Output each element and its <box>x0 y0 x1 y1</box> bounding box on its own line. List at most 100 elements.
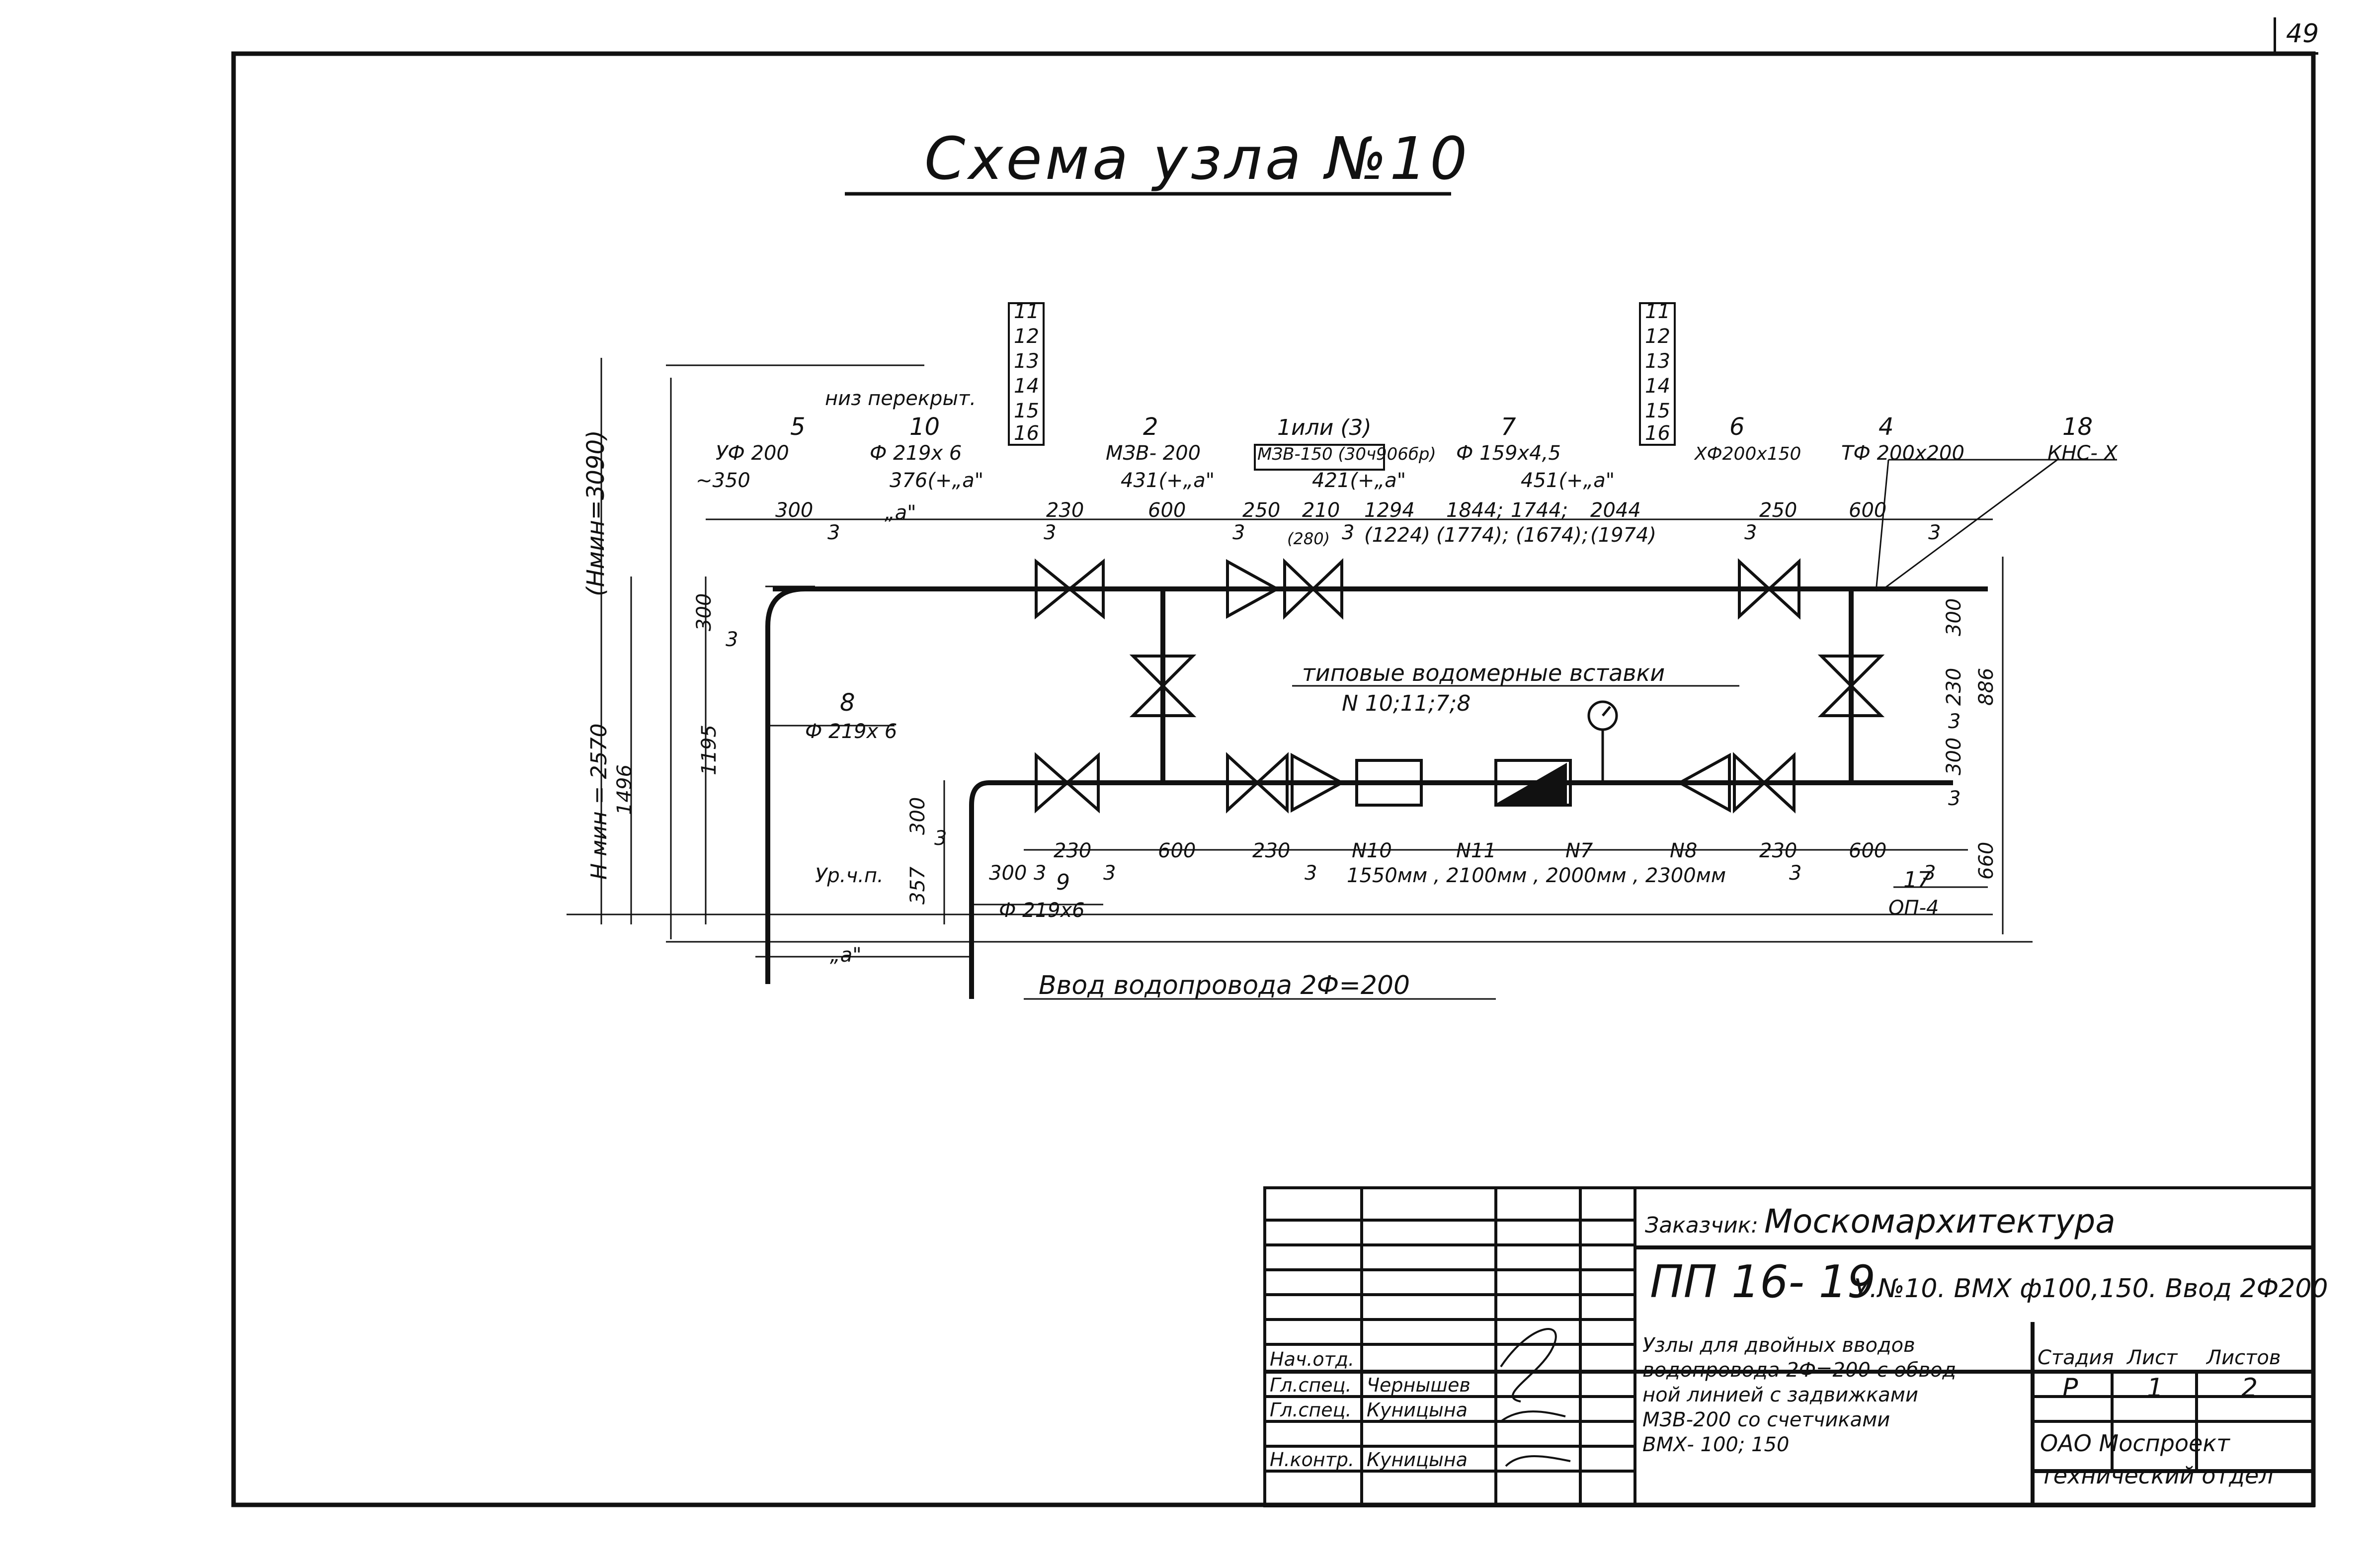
desc-2: ной линией с задвижками <box>1642 1384 1918 1406</box>
node-2-len: 431(+„а" <box>1121 469 1215 492</box>
top-dim-16: 2044 <box>1590 499 1641 522</box>
node-18-num: 18 <box>2062 413 2093 441</box>
drawing-title: Схема узла №10 <box>924 124 1470 193</box>
page-number: 49 <box>2286 19 2319 49</box>
valves-vertical <box>1129 655 1885 717</box>
stack-left-3: 14 <box>1014 375 1039 398</box>
top-dim-20: 600 <box>1849 499 1886 522</box>
node-7-len: 451(+„а" <box>1521 469 1615 492</box>
role-1: Гл.спец. <box>1270 1374 1352 1396</box>
stack-right-2: 13 <box>1645 350 1670 373</box>
top-dim-5: 250 <box>1242 499 1280 522</box>
bottom-dim-11: 230 <box>1759 839 1797 862</box>
niz-perekryt-label: низ перекрыт. <box>825 387 976 410</box>
role-0: Нач.отд. <box>1270 1348 1354 1370</box>
sheet-value: 1 <box>2147 1373 2163 1403</box>
stack-left-0: 11 <box>1014 300 1039 323</box>
top-dim-0: 300 <box>775 499 813 522</box>
stack-left-5: 16 <box>1014 422 1039 445</box>
node-7-spec: Ф 159х4,5 <box>1456 442 1561 465</box>
dim-3: 3 <box>726 628 738 651</box>
top-dim-18: 250 <box>1759 499 1797 522</box>
node-2-spec: МЗВ- 200 <box>1106 442 1201 465</box>
top-dim-6: 3 <box>1232 521 1245 544</box>
title-block <box>1263 1186 2315 1507</box>
node-10-spec: Ф 219х 6 <box>870 442 962 465</box>
gauge-icon <box>1587 700 1618 783</box>
dim-1496: 1496 <box>613 764 636 815</box>
node-8-num: 8 <box>840 689 855 717</box>
dimension-lines <box>567 358 2117 1000</box>
right-dim-6: 660 <box>1975 842 1998 880</box>
node-9-spec: Ф 219х6 <box>999 899 1085 922</box>
role-2: Гл.спец. <box>1270 1399 1352 1421</box>
bottom-lengths: 1550мм , 2100мм , 2000мм , 2300мм <box>1347 864 1726 887</box>
bottom-dim-14: 3 <box>1923 862 1936 885</box>
top-dim-1: 3 <box>827 521 840 544</box>
top-dim-13: (1774); <box>1436 524 1509 547</box>
top-dim-3: 3 <box>1044 521 1056 544</box>
bottom-dim-7: N10 <box>1352 839 1392 862</box>
right-dim-5: 3 <box>1948 787 1961 810</box>
top-dim-14: 1744; <box>1511 499 1568 522</box>
hmin-3090: (Hмин=3090) <box>582 430 610 596</box>
signatures <box>1500 1328 1571 1467</box>
hmin-2570: Н мин = 2570 <box>586 724 612 880</box>
top-dim-10: 1294 <box>1364 499 1415 522</box>
stack-left-2: 13 <box>1014 350 1039 373</box>
stage-value: Р <box>2062 1373 2078 1403</box>
ur-chp-label: Ур.ч.п. <box>815 864 884 887</box>
bottom-dim-13: 600 <box>1849 839 1886 862</box>
sheets-value: 2 <box>2241 1373 2258 1403</box>
node-9-num: 9 <box>1056 870 1070 895</box>
node-1-spec: МЗВ-150 (30ч906бр) <box>1257 444 1436 464</box>
bottom-dim-0: 300 <box>989 862 1027 885</box>
node-10-num: 10 <box>909 413 940 441</box>
bottom-dim-9: N7 <box>1565 839 1593 862</box>
bottom-dim-8: N11 <box>1456 839 1496 862</box>
top-dim-7: 210 <box>1302 499 1340 522</box>
stage-label: Стадия <box>2038 1346 2114 1369</box>
node-5-spec: УФ 200 <box>716 442 789 465</box>
stack-left-1: 12 <box>1014 325 1039 348</box>
role-3: Н.контр. <box>1270 1449 1354 1471</box>
role-2-name: Куницына <box>1367 1399 1468 1421</box>
node-18-spec: КНС- X <box>2047 442 2119 465</box>
node-6-num: 6 <box>1729 413 1745 441</box>
meter-label: типовые водомерные вставки <box>1302 660 1665 686</box>
top-dim-9: (280) <box>1287 529 1330 548</box>
node-17-num: 17 <box>1903 867 1931 893</box>
node-10-len: 376(+„а" <box>890 469 983 492</box>
customer-name: Москомархитектура <box>1764 1202 2116 1240</box>
top-dim-19: 3 <box>1744 521 1757 544</box>
bottom-dim-5: 230 <box>1252 839 1290 862</box>
sheets-label: Листов <box>2206 1346 2281 1369</box>
customer-label: Заказчик: <box>1645 1213 1758 1238</box>
node-4-num: 4 <box>1879 413 1894 441</box>
a-quote-top: „а" <box>885 501 916 524</box>
bottom-dim-12: 3 <box>1789 862 1801 885</box>
right-dim-4: 886 <box>1975 668 1998 706</box>
stack-right-4: 15 <box>1645 400 1670 422</box>
spec-boxes <box>1008 302 1676 471</box>
top-dim-8: 3 <box>1342 521 1354 544</box>
vvod-label: Ввод водопровода 2Ф=200 <box>1039 971 1410 1000</box>
dim-3b: 3 <box>934 827 947 850</box>
desc-1: водопровода 2Ф=200 с обвод- <box>1642 1359 1963 1382</box>
role-3-name: Куницына <box>1367 1449 1468 1471</box>
top-dim-4: 600 <box>1148 499 1186 522</box>
meter-list: N 10;11;7;8 <box>1342 691 1470 716</box>
node-1-len: 421(+„а" <box>1312 469 1406 492</box>
right-dim-3: 300 <box>1943 738 1965 775</box>
project-code: ПП 16- 19 <box>1650 1256 1876 1308</box>
stack-left-4: 15 <box>1014 400 1039 422</box>
bottom-dim-4: 600 <box>1158 839 1196 862</box>
stack-right-0: 11 <box>1645 300 1670 323</box>
top-dim-17: (1974) <box>1590 524 1656 547</box>
top-dim-15: (1674); <box>1516 524 1588 547</box>
node-6-spec: ХФ200х150 <box>1694 444 1801 464</box>
dim-357: 357 <box>906 866 929 905</box>
bottom-dim-2: 230 <box>1054 839 1091 862</box>
bottom-dim-1: 3 <box>1034 862 1046 885</box>
